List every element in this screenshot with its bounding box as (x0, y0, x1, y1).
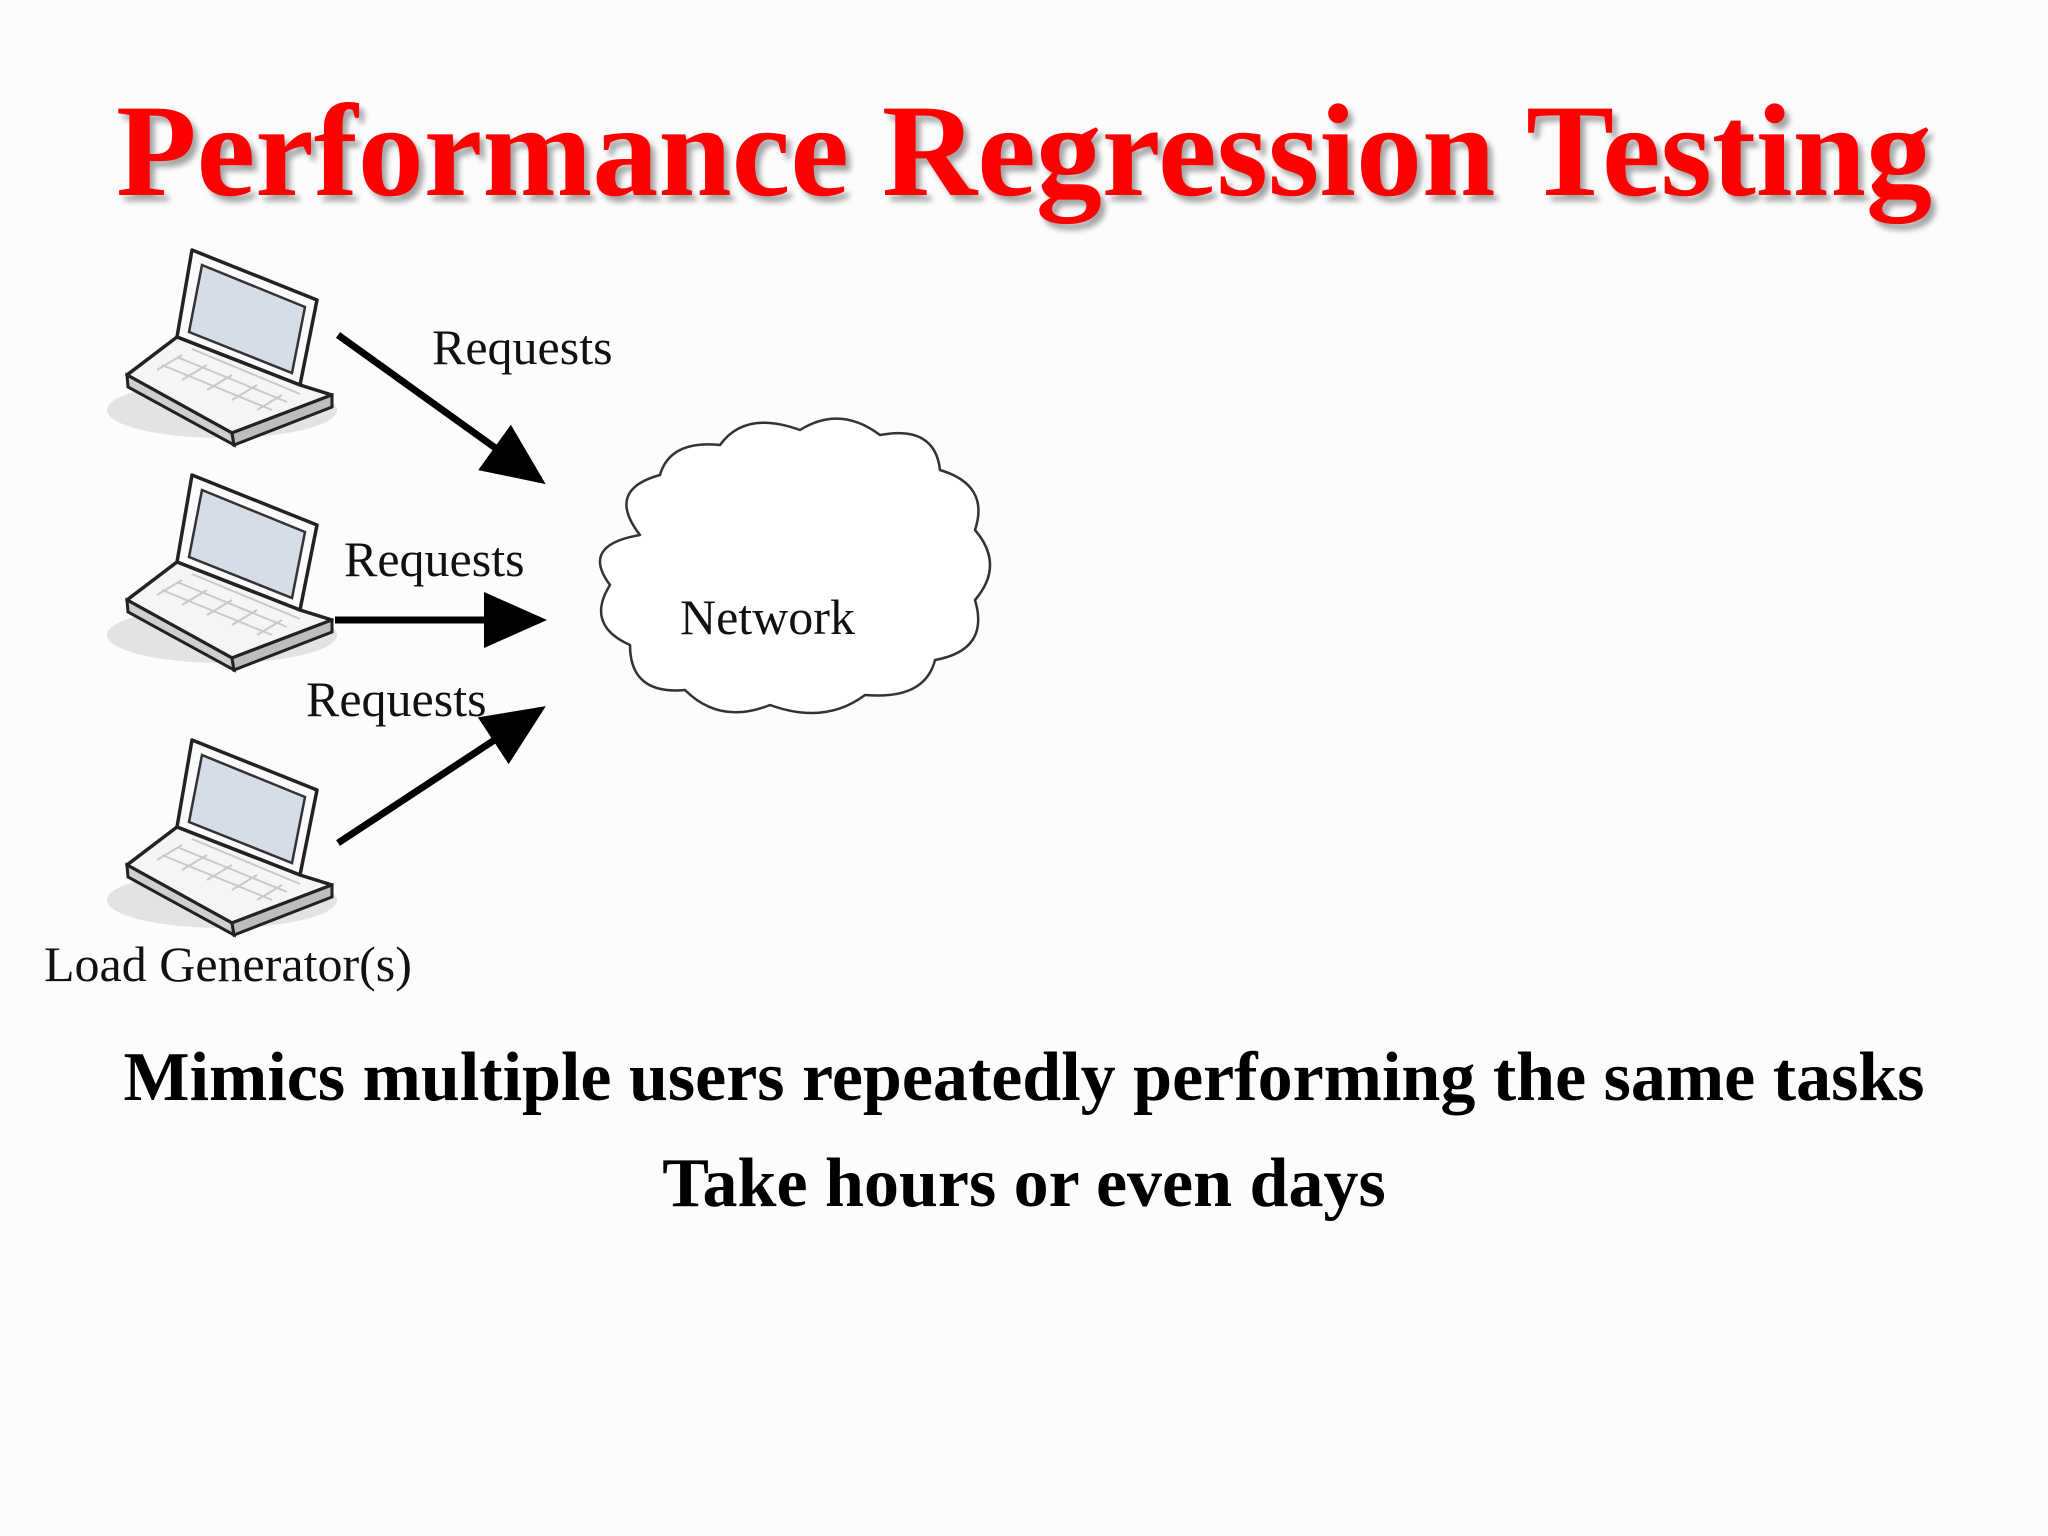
bullet-2: Take hours or even days (662, 1145, 1386, 1222)
arrow-label-bottom: Requests (306, 671, 487, 727)
cloud-label: Network (680, 589, 855, 645)
arrow-label-middle: Requests (344, 531, 525, 587)
bullet-1: Mimics multiple users repeatedly perform… (123, 1039, 1925, 1116)
slide-title: Performance Regression Testing (116, 77, 1932, 224)
generator-label: Load Generator(s) (44, 936, 412, 992)
cloud-icon (598, 417, 992, 715)
request-arrow (336, 706, 546, 846)
request-arrow (335, 332, 546, 485)
laptop-icon (105, 473, 339, 672)
laptop-icon (105, 738, 339, 937)
arrow-label-top: Requests (432, 319, 613, 375)
laptop-icon (105, 248, 339, 447)
